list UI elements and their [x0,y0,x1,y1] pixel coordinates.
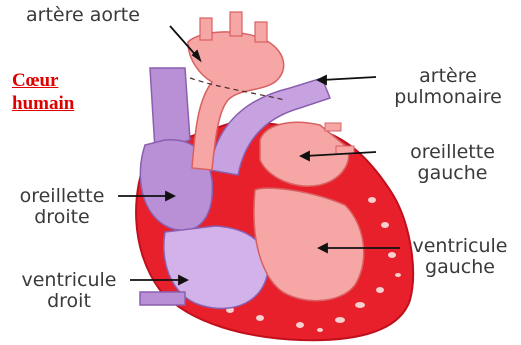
superior-vena-cava [150,68,190,150]
label-left-ventricle-line2: gauche [400,257,520,278]
label-right-ventricle: ventricule droit [8,270,130,312]
diagram-title: Cœur humain [12,69,74,115]
label-left-atrium-line2: gauche [385,163,520,184]
label-left-ventricle: ventricule gauche [400,236,520,278]
label-pulmonary-artery-line1: artère [378,66,518,87]
label-right-atrium-line2: droite [2,207,122,228]
title-line-1: Cœur [12,69,74,92]
label-aorta: artère aorte [26,5,140,26]
label-pulmonary-artery: artère pulmonaire [378,66,518,108]
inferior-vena-cava [140,292,185,305]
label-left-atrium-line1: oreillette [385,142,520,163]
title-line-2: humain [12,92,74,115]
label-right-ventricle-line1: ventricule [8,270,130,291]
label-left-ventricle-line1: ventricule [400,236,520,257]
label-pulmonary-artery-line2: pulmonaire [378,87,518,108]
label-right-ventricle-line2: droit [8,291,130,312]
label-left-atrium: oreillette gauche [385,142,520,184]
label-right-atrium-line1: oreillette [2,186,122,207]
label-right-atrium: oreillette droite [2,186,122,228]
